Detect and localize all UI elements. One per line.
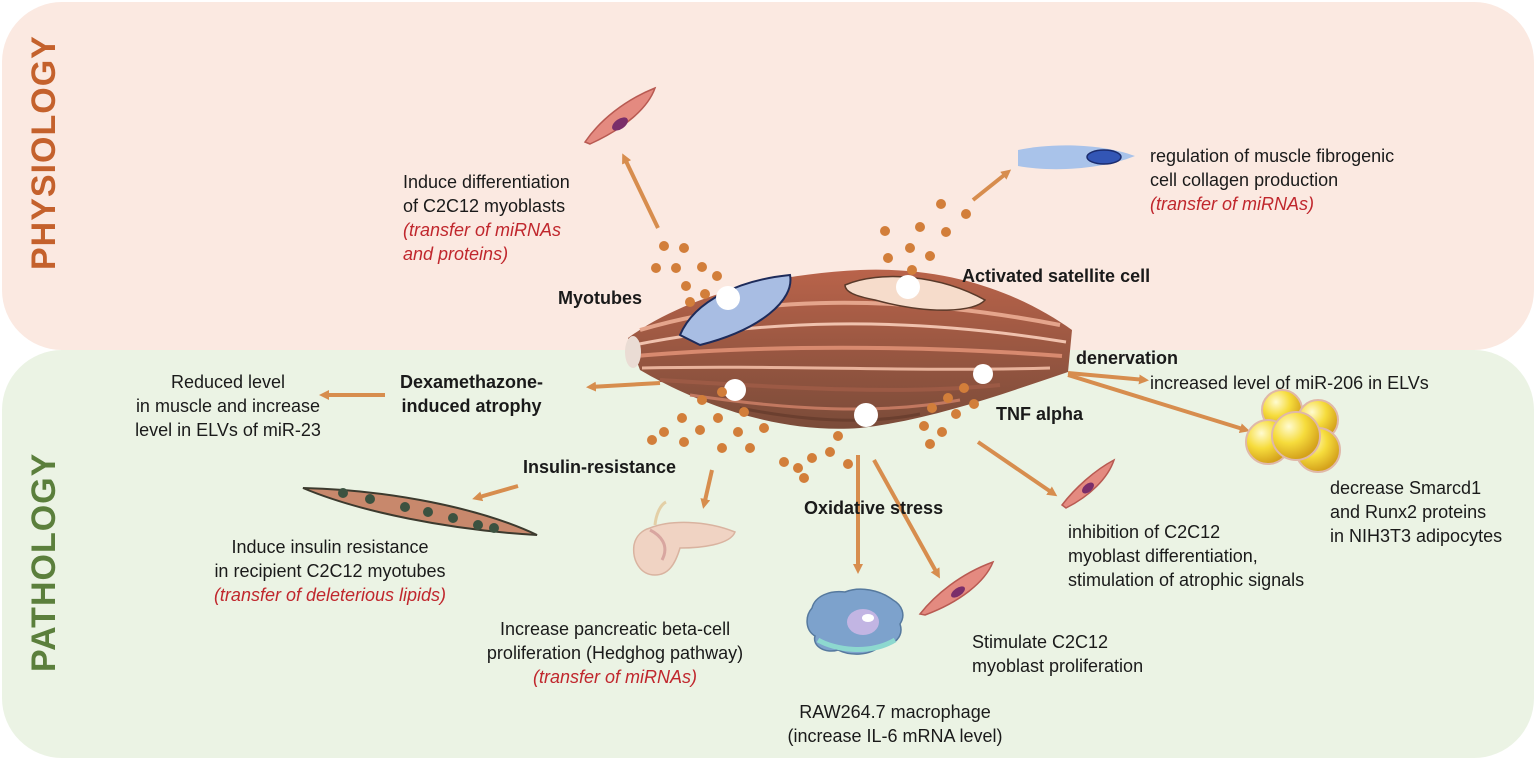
macrophage-effect: RAW264.7 macrophage (increase IL-6 mRNA …: [787, 702, 1003, 746]
pathology-title: PATHOLOGY: [25, 452, 63, 672]
tnf-alpha-label: TNF alpha: [996, 404, 1084, 424]
insulin-myotubes-effect: Induce insulin resistance in recipient C…: [213, 537, 447, 605]
oxidative-stress-label: Oxidative stress: [804, 498, 944, 518]
physiology-panel: [2, 2, 1534, 350]
pathology-panel: [2, 350, 1534, 758]
dexamethazone-label: Dexamethazone- induced atrophy: [400, 372, 544, 416]
denervation-label: denervation: [1076, 348, 1179, 368]
mir206-effect: increased level of miR-206 in ELVs: [1150, 373, 1429, 393]
myotubes-label: Myotubes: [558, 288, 643, 308]
extracellular-vesicles: [647, 199, 979, 483]
adipocytes-effect: decrease Smarcd1 and Runx2 proteins in N…: [1330, 478, 1503, 546]
mir23-effect: Reduced level in muscle and increase lev…: [135, 372, 321, 440]
physiology-title: PHYSIOLOGY: [25, 35, 63, 270]
arrows: [319, 153, 1250, 579]
myotube-icon: [302, 487, 538, 536]
satellite-cell-label: Activated satellite cell: [962, 266, 1151, 286]
insulin-resistance-label: Insulin-resistance: [523, 457, 677, 477]
myoblast-cell-icon: [583, 86, 657, 145]
fibroblast-cell-icon: [1018, 145, 1135, 170]
myoblast-cell-icon: [918, 560, 995, 616]
tnf-effect: inhibition of C2C12 myoblast differentia…: [1068, 522, 1305, 590]
myoblast-differentiation-effect: Induce differentiation of C2C12 myoblast…: [403, 172, 570, 264]
pancreas-effect: Increase pancreatic beta-cell proliferat…: [486, 619, 744, 687]
muscle-fiber-bundle-icon: [625, 269, 1072, 429]
adipocyte-cluster-icon: [1245, 389, 1341, 473]
fibrogenic-effect: regulation of muscle fibrogenic cell col…: [1150, 146, 1395, 214]
myoblast-cell-icon: [1060, 458, 1116, 509]
proliferation-effect: Stimulate C2C12 myoblast proliferation: [972, 632, 1144, 676]
pancreas-icon: [632, 500, 736, 576]
macrophage-icon: [806, 588, 904, 655]
